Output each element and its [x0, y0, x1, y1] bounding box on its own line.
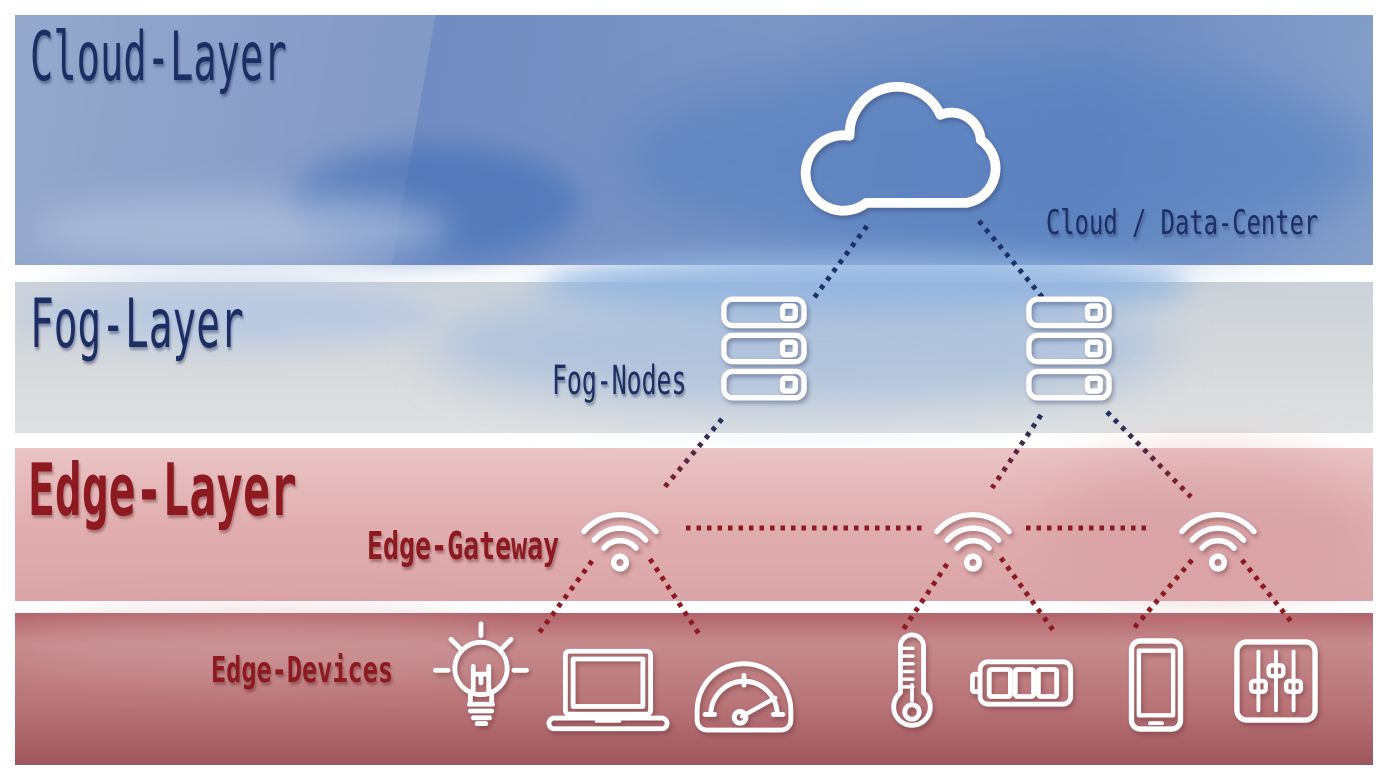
laptop-icon: [546, 648, 670, 732]
light-bulb-icon: [424, 620, 538, 742]
server-stack-icon: [721, 296, 807, 402]
edge-layer-title: Edge-Layer: [28, 448, 297, 532]
wifi-icon: [1176, 496, 1260, 572]
edge-devices-label: Edge-Devices: [211, 650, 394, 691]
cloud-layer-title: Cloud-Layer: [30, 18, 287, 97]
smartphone-icon: [1126, 638, 1186, 732]
wifi-icon: [578, 496, 662, 572]
battery-icon: [970, 653, 1074, 713]
cloud-node-label: Cloud / Data-Center: [1046, 203, 1319, 243]
thermometer-icon: [883, 631, 941, 739]
cloud-icon: [800, 66, 1042, 216]
wifi-icon: [931, 496, 1015, 572]
sliders-icon: [1234, 639, 1318, 723]
fog-nodes-label: Fog-Nodes: [552, 358, 687, 404]
fog-layer-title: Fog-Layer: [30, 285, 244, 364]
edge-gateway-label: Edge-Gateway: [367, 524, 560, 568]
server-stack-icon: [1026, 296, 1112, 402]
gauge-icon: [688, 650, 800, 733]
